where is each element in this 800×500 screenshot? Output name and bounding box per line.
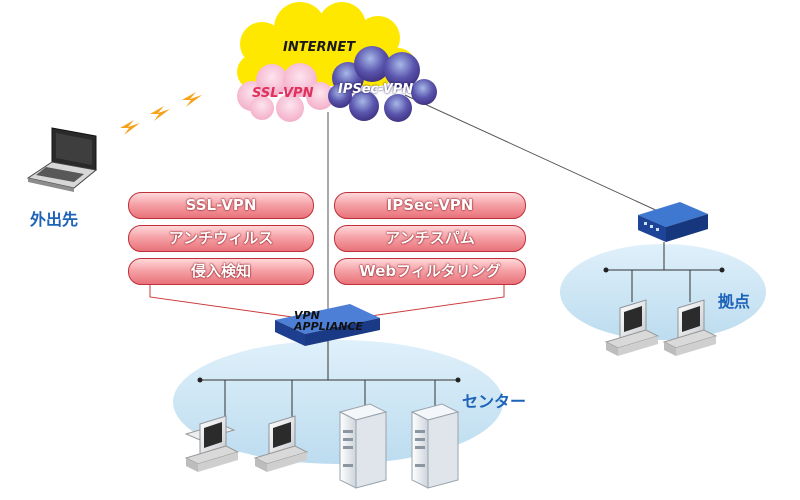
feature-antispam: アンチスパム (334, 225, 526, 252)
ipsec-vpn-cloud (328, 46, 437, 122)
branch-network-area (560, 244, 766, 340)
server-icon (410, 403, 460, 489)
pc-icon (604, 299, 660, 356)
feature-ssl-vpn: SSL-VPN (128, 192, 314, 219)
feature-ipsec-vpn: IPSec-VPN (334, 192, 526, 219)
center-lan-bus (200, 340, 458, 420)
pc-icon (662, 299, 718, 356)
left-feature-bracket (149, 284, 329, 323)
pc-icon (184, 415, 240, 472)
server-icon (338, 403, 388, 489)
laptop-icon (26, 127, 98, 192)
vpn-appliance-label: VPN APPLIANCE (294, 309, 364, 333)
ssl-vpn-cloud (237, 63, 334, 122)
ipsec-vpn-cloud-label: IPSec-VPN (338, 82, 414, 97)
lightning-icon (120, 92, 202, 135)
center-site-label: センター (462, 392, 527, 411)
vpn-router-icon (638, 202, 708, 242)
internet-to-branch-line (404, 94, 661, 213)
feature-antivirus: アンチウィルス (128, 225, 314, 252)
branch-site-label: 拠点 (718, 292, 751, 311)
feature-intrusion-detection: 侵入検知 (128, 258, 314, 285)
ssl-vpn-cloud-label: SSL-VPN (252, 86, 314, 101)
remote-site-label: 外出先 (30, 210, 79, 229)
right-feature-bracket (327, 284, 505, 323)
feature-web-filtering: Webフィルタリング (334, 258, 526, 285)
branch-lan-bus (606, 242, 722, 302)
pc-icon (253, 415, 309, 472)
vpn-appliance-icon (275, 304, 380, 346)
internet-label: INTERNET (283, 40, 356, 55)
